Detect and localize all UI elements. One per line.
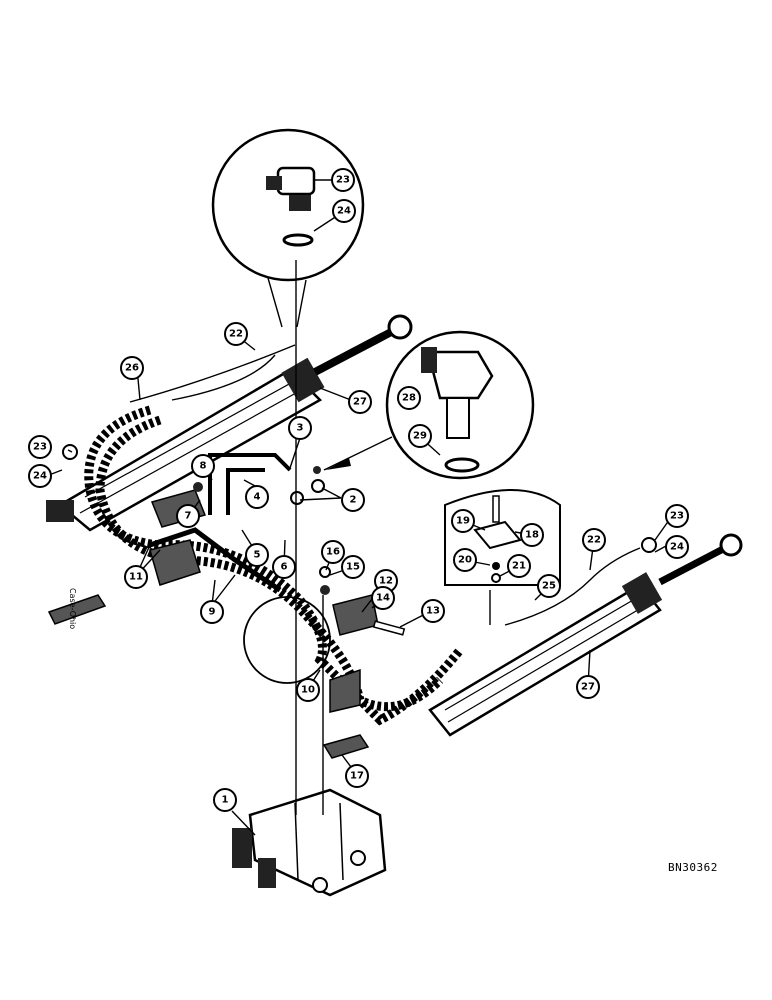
callout-23-right: 23 <box>665 504 689 528</box>
callout-15: 15 <box>341 555 365 579</box>
callout-23-left: 23 <box>28 435 52 459</box>
callout-16: 16 <box>321 540 345 564</box>
callout-24-right: 24 <box>665 535 689 559</box>
callout-25: 25 <box>537 574 561 598</box>
hydraulic-cylinder-right <box>428 533 743 737</box>
svg-text:11: 11 <box>129 572 143 583</box>
callout-9: 9 <box>200 600 224 624</box>
svg-text:24: 24 <box>33 471 47 482</box>
callout-24-detail: 24 <box>332 199 356 223</box>
callout-13: 13 <box>421 599 445 623</box>
svg-text:29: 29 <box>413 431 427 442</box>
svg-text:1: 1 <box>222 795 229 806</box>
svg-text:18: 18 <box>525 530 539 541</box>
callout-3: 3 <box>288 416 312 440</box>
callout-27-right: 27 <box>576 675 600 699</box>
svg-text:2: 2 <box>350 495 357 506</box>
elbow-fitting-detail-top <box>266 166 316 247</box>
callout-5: 5 <box>245 543 269 567</box>
callout-10: 10 <box>296 678 320 702</box>
svg-text:27: 27 <box>353 397 367 408</box>
detail-box-clamp <box>444 489 561 586</box>
callout-1: 1 <box>213 788 237 812</box>
callout-20: 20 <box>453 548 477 572</box>
svg-text:20: 20 <box>458 555 472 566</box>
svg-text:16: 16 <box>326 547 340 558</box>
callout-22-left: 22 <box>224 322 248 346</box>
svg-text:12: 12 <box>379 576 393 587</box>
svg-text:25: 25 <box>542 581 556 592</box>
svg-text:22: 22 <box>587 535 601 546</box>
svg-text:10: 10 <box>301 685 315 696</box>
drawing-number: BN30362 <box>668 861 718 874</box>
elbow-fitting-detail-right <box>421 347 494 473</box>
side-text: Case-Ohio <box>68 588 77 630</box>
detail-circle-right <box>323 330 535 480</box>
callout-23-detail: 23 <box>331 168 355 192</box>
svg-text:21: 21 <box>512 561 526 572</box>
svg-text:24: 24 <box>337 206 351 217</box>
callout-21: 21 <box>507 554 531 578</box>
svg-text:17: 17 <box>350 771 364 782</box>
svg-text:13: 13 <box>426 606 440 617</box>
small-parts <box>47 444 657 759</box>
svg-text:27: 27 <box>581 682 595 693</box>
callout-7: 7 <box>176 504 200 528</box>
callout-4: 4 <box>245 485 269 509</box>
callout-22-right: 22 <box>582 528 606 552</box>
svg-text:23: 23 <box>670 511 684 522</box>
svg-text:19: 19 <box>456 516 470 527</box>
callout-11: 11 <box>124 565 148 589</box>
callout-27-left: 27 <box>348 390 372 414</box>
svg-text:26: 26 <box>125 363 139 374</box>
svg-text:7: 7 <box>185 511 192 522</box>
callout-26: 26 <box>120 356 144 380</box>
svg-text:28: 28 <box>402 393 416 404</box>
svg-text:5: 5 <box>254 550 261 561</box>
callout-19: 19 <box>451 509 475 533</box>
svg-text:23: 23 <box>33 442 47 453</box>
callout-18: 18 <box>520 523 544 547</box>
svg-text:24: 24 <box>670 542 684 553</box>
svg-text:3: 3 <box>297 423 304 434</box>
control-valve <box>232 788 387 897</box>
callout-14: 14 <box>371 586 395 610</box>
svg-text:6: 6 <box>281 562 288 573</box>
svg-text:15: 15 <box>346 562 360 573</box>
detail-circle-top <box>211 128 365 328</box>
callout-24-left: 24 <box>28 464 52 488</box>
svg-text:8: 8 <box>200 461 207 472</box>
callout-8: 8 <box>191 454 215 478</box>
hydraulic-cylinder-left <box>46 314 413 532</box>
callout-29: 29 <box>408 424 432 448</box>
callout-6: 6 <box>272 555 296 579</box>
svg-text:23: 23 <box>336 175 350 186</box>
svg-text:4: 4 <box>254 492 261 503</box>
callout-28: 28 <box>397 386 421 410</box>
svg-text:14: 14 <box>376 593 390 604</box>
svg-text:9: 9 <box>209 607 216 618</box>
svg-text:22: 22 <box>229 329 243 340</box>
steel-tubes <box>149 453 292 593</box>
callout-2: 2 <box>341 488 365 512</box>
callout-17: 17 <box>345 764 369 788</box>
